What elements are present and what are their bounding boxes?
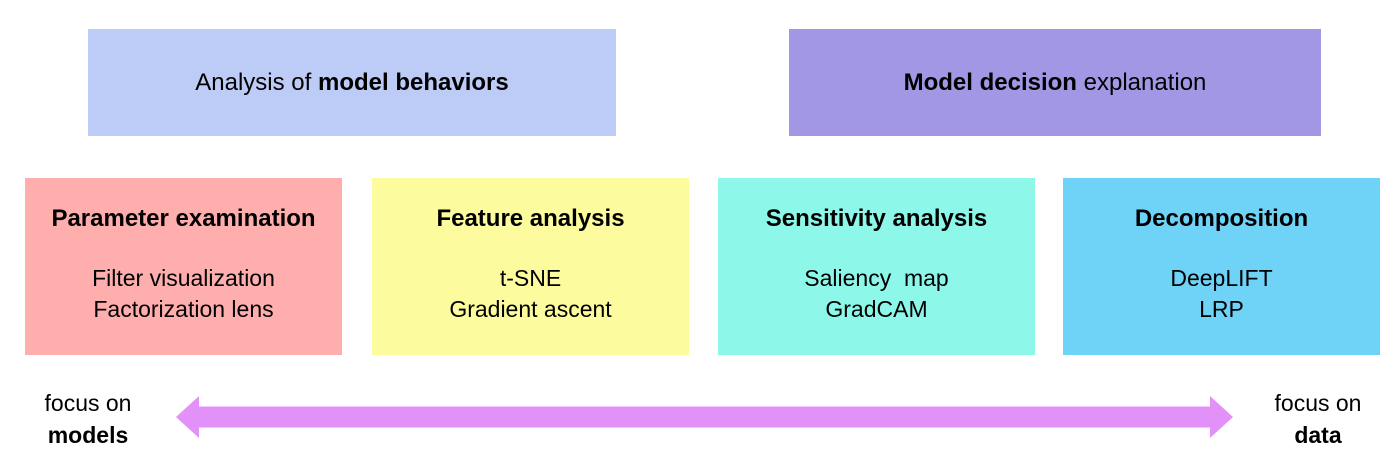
- box-model-decision-explanation: Model decision explanation: [789, 29, 1321, 136]
- label-bold: model behaviors: [317, 68, 509, 96]
- box-model-decision-explanation-label: Model decision explanation: [904, 69, 1207, 97]
- box-analysis-of-model-behaviors: Analysis of model behaviors: [88, 29, 616, 136]
- category-item: Filter visualization: [92, 265, 275, 291]
- category-items: Saliency map GradCAM: [718, 263, 1035, 325]
- category-title: Decomposition: [1134, 205, 1309, 232]
- axis-label-line1: focus on: [44, 390, 132, 416]
- category-title: Feature analysis: [436, 205, 625, 232]
- double-headed-arrow-icon: [176, 396, 1233, 438]
- double-headed-arrow-shape: [176, 396, 1233, 438]
- category-title: Parameter examination: [51, 205, 316, 232]
- axis-label-line2: data: [1294, 422, 1342, 448]
- label-suffix: explanation: [1076, 68, 1207, 96]
- category-title: Sensitivity analysis: [765, 205, 988, 232]
- label-prefix: Analysis of: [195, 68, 318, 96]
- category-item: Gradient ascent: [449, 296, 612, 322]
- category-item: DeepLIFT: [1170, 265, 1273, 291]
- category-item: LRP: [1199, 296, 1244, 322]
- category-item: Saliency map: [804, 265, 949, 291]
- axis-label-line2: models: [47, 422, 129, 448]
- box-parameter-examination: Parameter examination Filter visualizati…: [25, 178, 342, 355]
- box-sensitivity-analysis: Sensitivity analysis Saliency map GradCA…: [718, 178, 1035, 355]
- box-analysis-of-model-behaviors-label: Analysis of model behaviors: [195, 69, 508, 97]
- label-bold: Model decision: [903, 68, 1077, 96]
- category-items: t-SNE Gradient ascent: [372, 263, 689, 325]
- axis-label-focus-on-data: focus on data: [1258, 387, 1378, 451]
- box-feature-analysis: Feature analysis t-SNE Gradient ascent: [372, 178, 689, 355]
- axis-label-line1: focus on: [1274, 390, 1362, 416]
- category-items: Filter visualization Factorization lens: [25, 263, 342, 325]
- category-item: GradCAM: [825, 296, 928, 322]
- axis-label-focus-on-models: focus on models: [28, 387, 148, 451]
- category-items: DeepLIFT LRP: [1063, 263, 1380, 325]
- category-item: t-SNE: [499, 265, 562, 291]
- box-decomposition: Decomposition DeepLIFT LRP: [1063, 178, 1380, 355]
- category-item: Factorization lens: [93, 296, 274, 322]
